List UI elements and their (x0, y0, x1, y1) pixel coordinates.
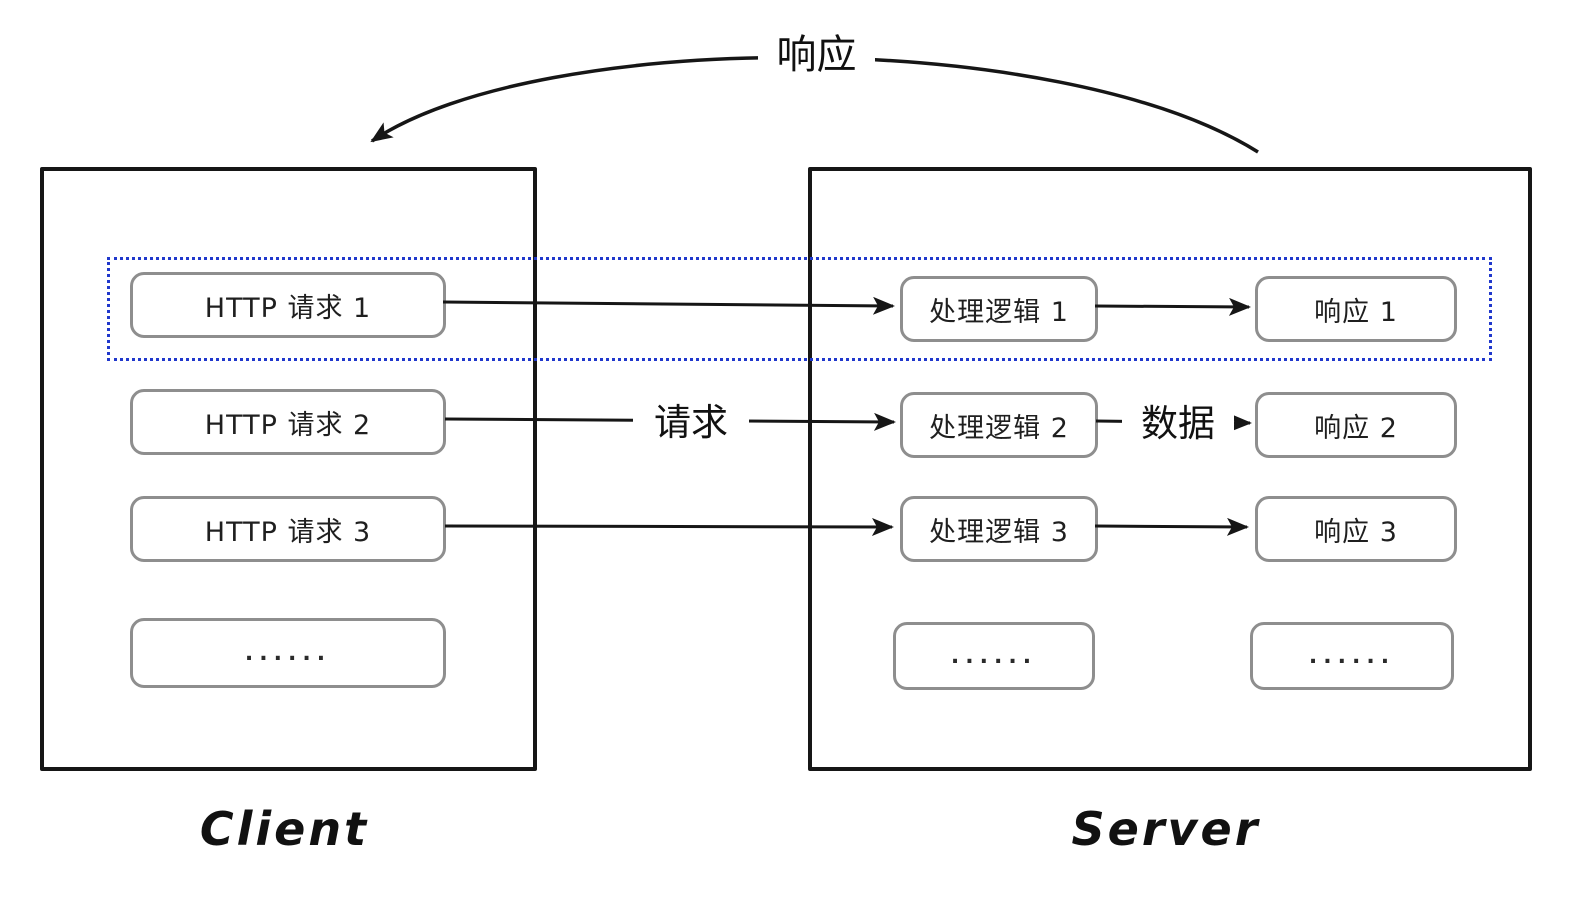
top-response-label: 响应 (758, 22, 875, 80)
data-flow-label: 数据 (1122, 394, 1234, 446)
first-transaction-highlight (107, 257, 1492, 361)
client-request-3: HTTP 请求 3 (130, 496, 446, 562)
client-request-more: ...... (130, 618, 446, 688)
server-logic-1: 处理逻辑 1 (900, 276, 1098, 342)
server-response-3: 响应 3 (1255, 496, 1457, 562)
server-logic-more: ...... (893, 622, 1095, 690)
server-logic-3: 处理逻辑 3 (900, 496, 1098, 562)
server-response-2: 响应 2 (1255, 392, 1457, 458)
client-container-box (40, 167, 537, 771)
server-response-1: 响应 1 (1255, 276, 1457, 342)
server-title: Server (1071, 802, 1261, 856)
server-response-more: ...... (1250, 622, 1454, 690)
client-title: Client (199, 802, 370, 856)
server-container-box (808, 167, 1532, 771)
server-logic-2: 处理逻辑 2 (900, 392, 1098, 458)
client-request-2: HTTP 请求 2 (130, 389, 446, 455)
client-request-1: HTTP 请求 1 (130, 272, 446, 338)
request-flow-label: 请求 (633, 392, 749, 446)
